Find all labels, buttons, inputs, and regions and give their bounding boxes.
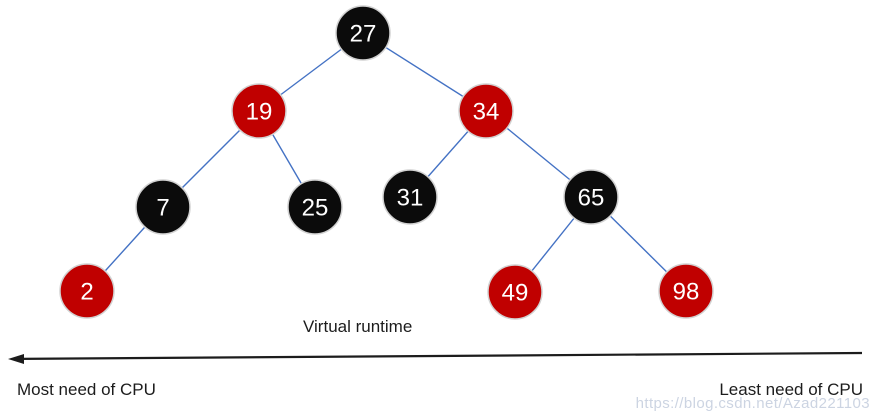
timeline-arrow-head — [8, 354, 24, 364]
tree-node-circle-49 — [487, 264, 543, 320]
tree-node-circle-19 — [231, 83, 287, 139]
tree-node-circle-65 — [563, 169, 619, 225]
tree-node-circle-27 — [335, 5, 391, 61]
tree-node-value-25: 25 — [302, 195, 329, 222]
tree-node-49: 49 — [487, 264, 543, 320]
tree-node-circle-2 — [59, 263, 115, 319]
tree-node-2: 2 — [59, 263, 115, 319]
tree-node-circle-98 — [658, 263, 714, 319]
watermark-url: https://blog.csdn.net/Azad221103 — [635, 395, 870, 412]
tree-node-circle-25 — [287, 179, 343, 235]
tree-node-65: 65 — [563, 169, 619, 225]
least-need-cpu-label: Least need of CPU — [719, 380, 863, 399]
most-need-cpu-label: Most need of CPU — [17, 380, 156, 399]
tree-node-circle-34 — [458, 83, 514, 139]
tree-node-19: 19 — [231, 83, 287, 139]
tree-node-value-31: 31 — [397, 185, 424, 212]
tree-node-27: 27 — [335, 5, 391, 61]
tree-node-7: 7 — [135, 179, 191, 235]
tree-node-value-27: 27 — [350, 21, 377, 48]
tree-node-34: 34 — [458, 83, 514, 139]
tree-node-value-2: 2 — [80, 279, 93, 306]
tree-node-value-65: 65 — [578, 185, 605, 212]
tree-node-31: 31 — [382, 169, 438, 225]
virtual-runtime-caption: Virtual runtime — [303, 317, 413, 336]
timeline-arrow-line — [19, 351, 863, 360]
tree-node-value-98: 98 — [673, 279, 700, 306]
tree-node-value-19: 19 — [246, 99, 273, 126]
tree-node-value-34: 34 — [473, 99, 500, 126]
tree-node-value-7: 7 — [156, 195, 169, 222]
tree-node-value-49: 49 — [502, 280, 529, 307]
tree-node-circle-7 — [135, 179, 191, 235]
tree-node-circle-31 — [382, 169, 438, 225]
tree-node-98: 98 — [658, 263, 714, 319]
tree-node-25: 25 — [287, 179, 343, 235]
